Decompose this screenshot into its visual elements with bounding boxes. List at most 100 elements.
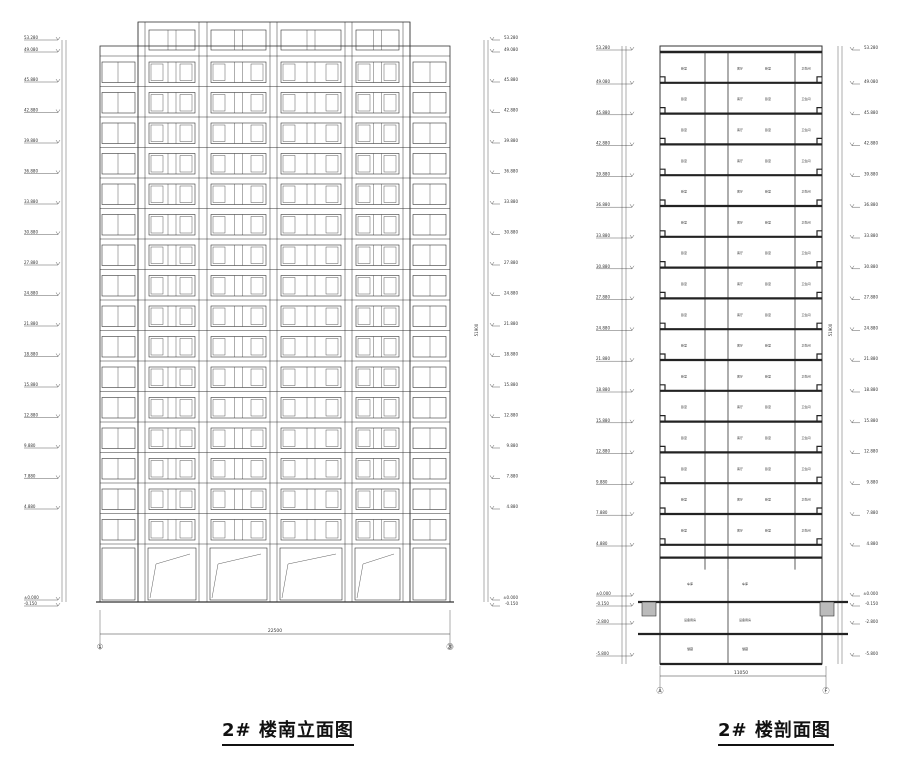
elevation-level-label: 7.880 (507, 474, 519, 479)
section-balcony-edge (660, 384, 666, 391)
window-pane (383, 429, 397, 447)
window-pane (325, 63, 339, 81)
elevation-total-width: 22500 (268, 628, 282, 634)
room-label: 卧室 (765, 373, 771, 378)
building-section-drawing: 卧室客厅卧室卫生间卧室客厅卧室卫生间卧室客厅卧室卫生间卧室客厅卧室卫生间卧室客厅… (596, 45, 878, 695)
window-pane (325, 338, 339, 356)
section-balcony-edge (660, 230, 666, 237)
window-pane (150, 338, 164, 356)
elevation-window (280, 214, 342, 236)
level-marker (629, 234, 635, 239)
elevation-side-window (412, 305, 447, 327)
window-pane (282, 429, 296, 447)
section-level-label: 12.880 (864, 449, 878, 454)
room-label: 卧室 (681, 404, 687, 409)
elevation-window (210, 366, 267, 388)
window-pane (250, 216, 264, 234)
window-pane (212, 521, 226, 539)
section-level-label: 42.880 (864, 141, 878, 146)
section-balcony-edge (816, 538, 822, 545)
window-pane (282, 185, 296, 203)
window-pane (357, 490, 371, 508)
section-level-label: 36.880 (864, 202, 878, 207)
level-marker (55, 231, 61, 235)
level-marker (55, 261, 61, 266)
window-pane (250, 94, 264, 112)
level-marker (629, 512, 635, 516)
elevation-level-label: 4.880 (507, 504, 519, 509)
level-marker (55, 170, 61, 174)
section-level-label: -0.150 (865, 601, 878, 606)
level-marker (55, 78, 61, 83)
room-label: 卫生间 (801, 219, 810, 224)
section-balcony-edge (660, 353, 666, 360)
room-label: 客厅 (737, 65, 743, 70)
elevation-side-window (412, 519, 447, 541)
shopfront-line (362, 553, 395, 565)
window-pane (250, 185, 264, 203)
level-marker (629, 481, 635, 485)
section-balcony-edge (660, 445, 666, 453)
room-label: 客厅 (737, 343, 743, 348)
room-label: 卧室 (681, 435, 687, 440)
level-marker (55, 602, 61, 607)
level-marker (849, 358, 855, 362)
elevation-window (148, 519, 196, 541)
level-marker (629, 602, 635, 607)
section-balcony-edge (660, 137, 666, 145)
basement-label: 车库 (742, 581, 748, 586)
level-marker (489, 231, 495, 235)
level-marker (849, 419, 855, 424)
elevation-level-label: 9.880 (507, 443, 519, 448)
level-marker (489, 36, 495, 41)
elevation-window (280, 519, 342, 541)
section-level-label: 7.880 (867, 510, 879, 515)
elevation-level-label: 12.880 (24, 413, 38, 418)
elevation-window (280, 488, 342, 510)
elevation-level-label: 4.880 (24, 504, 36, 509)
elevation-window (280, 366, 342, 388)
section-level-label: 12.880 (596, 449, 610, 454)
level-marker (849, 481, 855, 485)
elevation-level-label: 30.880 (24, 230, 38, 235)
section-balcony-edge (816, 476, 822, 484)
elevation-title: 2# 楼南立面图 (222, 720, 354, 741)
elevation-level-label: 21.880 (24, 321, 38, 326)
room-label: 卫生间 (801, 189, 810, 194)
room-label: 卧室 (681, 373, 687, 378)
elevation-level-label: 21.880 (504, 321, 518, 326)
elevation-side-window (412, 153, 447, 175)
room-label: 客厅 (737, 466, 743, 471)
elevation-window (280, 29, 342, 51)
section-balcony-edge (816, 353, 822, 360)
shopfront-line (211, 563, 219, 599)
section-balcony-edge (816, 384, 822, 391)
level-marker (629, 173, 635, 177)
elevation-side-window (412, 214, 447, 236)
elevation-side-window (412, 397, 447, 419)
elevation-window (210, 458, 267, 480)
elevation-side-window (101, 488, 136, 510)
elevation-window (148, 183, 196, 205)
level-marker (55, 322, 61, 327)
elevation-window (355, 397, 400, 419)
window-pane (325, 521, 339, 539)
window-pane (212, 185, 226, 203)
elevation-shopfront (209, 547, 268, 601)
elevation-window (280, 427, 342, 449)
level-marker (55, 505, 61, 510)
level-marker (489, 322, 495, 327)
level-marker (489, 353, 495, 357)
window-pane (179, 216, 193, 234)
level-marker (489, 170, 495, 174)
south-elevation-drawing: 53.28049.08045.88042.88039.88036.88033.8… (24, 21, 519, 651)
elevation-side-window (101, 214, 136, 236)
elevation-axis-right: ⑳ (447, 643, 454, 651)
section-level-label: 4.880 (596, 541, 608, 546)
room-label: 卫生间 (801, 435, 810, 440)
room-label: 卧室 (765, 435, 771, 440)
level-marker (629, 388, 635, 393)
window-pane (150, 185, 164, 203)
level-marker (489, 261, 495, 266)
section-level-label: 49.080 (596, 79, 610, 84)
